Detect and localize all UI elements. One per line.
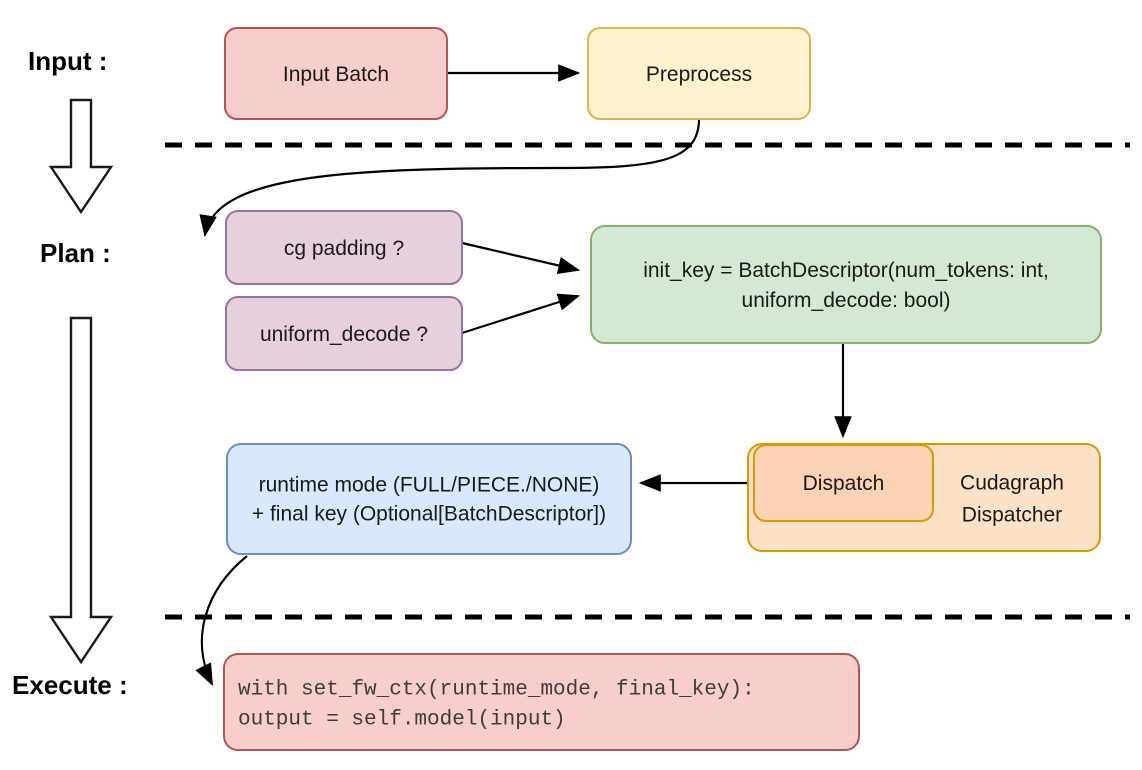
stage-labels: Input : Plan : Execute : (12, 46, 128, 700)
node-cg-padding[interactable]: cg padding ? (225, 210, 463, 285)
node-execute-code[interactable]: with set_fw_ctx(runtime_mode, final_key)… (223, 653, 860, 751)
edge-preprocess-to-cg-padding (199, 118, 701, 238)
node-dispatch-shape[interactable] (753, 444, 934, 522)
stage-label-execute: Execute : (12, 670, 128, 700)
node-runtime-mode-label-line-1: runtime mode (FULL/PIECE./NONE) (259, 474, 600, 497)
node-dispatch-label-line-1: Dispatch (803, 472, 885, 495)
node-cudagraph-dispatcher-label-line-2: Dispatcher (962, 504, 1062, 527)
node-uniform-decode[interactable]: uniform_decode ? (225, 296, 463, 371)
node-execute-code-label-line-2: output = self.model(input) (238, 708, 566, 731)
block-arrow-input-to-plan (48, 98, 114, 215)
node-init-key-label-line-1: init_key = BatchDescriptor(num_tokens: i… (643, 259, 1049, 282)
stage-flow-arrows (48, 98, 114, 665)
edge-uniform-decode-to-init-key (461, 293, 581, 335)
node-execute-code-shape[interactable] (223, 653, 860, 751)
edge-cg-padding-to-init-key (461, 241, 581, 275)
node-dispatch[interactable]: Dispatch (753, 444, 934, 522)
node-init-key-shape[interactable] (590, 225, 1102, 344)
node-uniform-decode-shape[interactable] (225, 296, 463, 371)
node-init-key[interactable]: init_key = BatchDescriptor(num_tokens: i… (590, 225, 1102, 344)
node-preprocess-shape[interactable] (587, 27, 811, 120)
node-runtime-mode-shape[interactable] (226, 443, 632, 555)
block-arrow-plan-to-execute (48, 316, 114, 665)
node-execute-code-label-line-1: with set_fw_ctx(runtime_mode, final_key)… (238, 678, 755, 701)
node-runtime-mode[interactable]: runtime mode (FULL/PIECE./NONE) + final k… (226, 443, 632, 555)
node-input-batch-label-line-1: Input Batch (283, 63, 389, 86)
node-input-batch-shape[interactable] (224, 27, 448, 120)
node-cg-padding-shape[interactable] (225, 210, 463, 285)
section-separators (165, 142, 1130, 620)
node-uniform-decode-label-line-1: uniform_decode ? (260, 323, 428, 346)
node-preprocess[interactable]: Preprocess (587, 27, 811, 120)
node-preprocess-label-line-1: Preprocess (646, 63, 752, 86)
node-input-batch[interactable]: Input Batch (224, 27, 448, 120)
diagram-nodes: Input Batch Preprocess cg padding ? uniform… (223, 27, 1102, 751)
node-init-key-label-line-2: uniform_decode: bool) (742, 289, 951, 312)
node-runtime-mode-label-line-2: + final key (Optional[BatchDescriptor]) (252, 503, 606, 526)
edge-runtime-mode-to-execute-code (195, 555, 248, 686)
stage-label-plan: Plan : (40, 238, 111, 268)
node-cg-padding-label-line-1: cg padding ? (284, 237, 404, 260)
node-cudagraph-dispatcher-label-line-1: Cudagraph (960, 472, 1064, 495)
stage-label-input: Input : (28, 46, 107, 76)
connector-edges (195, 64, 852, 686)
